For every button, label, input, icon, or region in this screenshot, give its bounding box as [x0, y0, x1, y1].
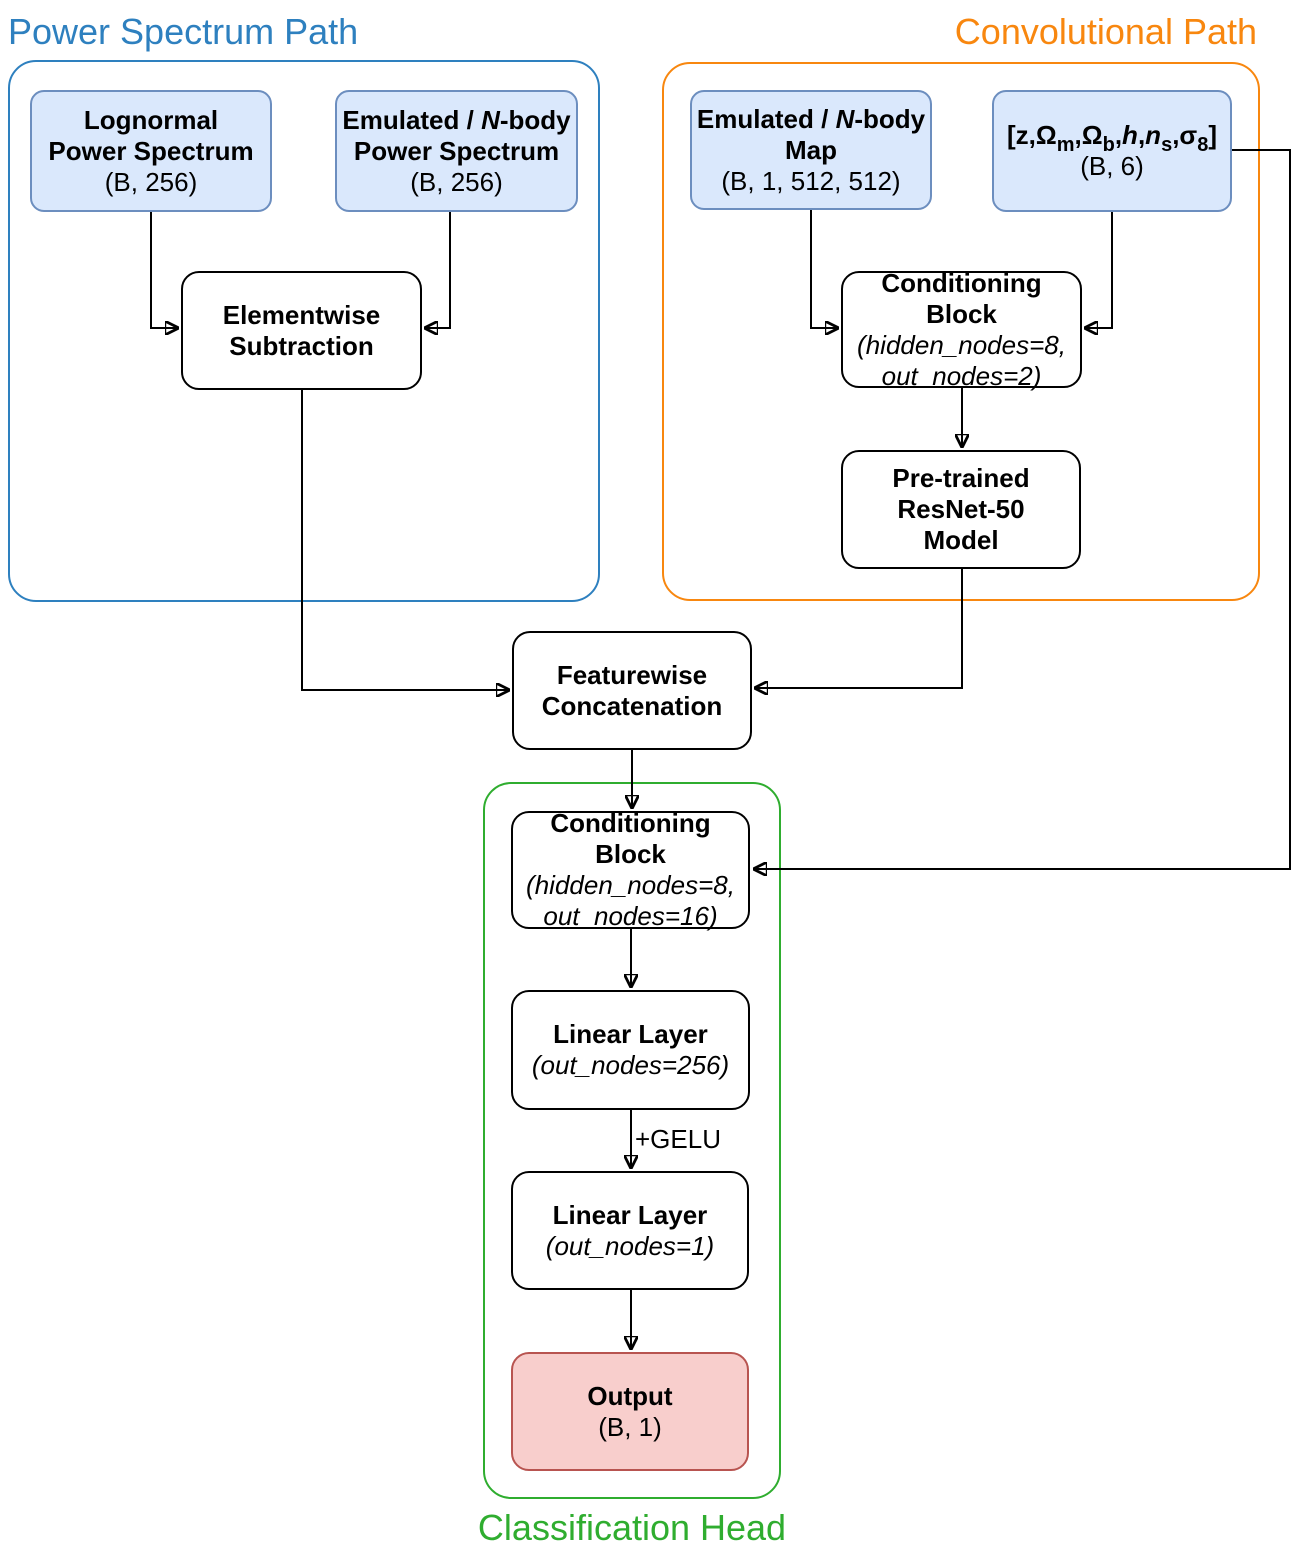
node-params: (out_nodes=256) [531, 1050, 730, 1080]
node-title: Linear Layer [553, 1019, 708, 1049]
node-title: Subtraction [229, 330, 374, 361]
node-title: [z,Ωm,Ωb,h,ns,σ8] [1006, 120, 1217, 156]
node-linear-layer-1: Linear Layer (out_nodes=1) [511, 1171, 749, 1290]
node-title: Model [923, 525, 999, 555]
tensor-shape: (B, 6) [1080, 151, 1144, 181]
classification-head-title: Classification Head [477, 1507, 787, 1548]
node-title: Conditioning Block [550, 808, 711, 869]
node-params: (out_nodes=1) [545, 1230, 715, 1261]
gelu-activation-label: +GELU [635, 1124, 721, 1154]
node-lognormal-power-spectrum: Lognormal Power Spectrum (B, 256) [30, 90, 272, 212]
tensor-shape: (B, 256) [410, 166, 503, 197]
node-output: Output (B, 1) [511, 1352, 749, 1471]
node-params: out_nodes=16) [543, 901, 718, 931]
node-featurewise-concatenation: Featurewise Concatenation [512, 631, 752, 750]
node-conditioning-block-2: Conditioning Block (hidden_nodes=8, out_… [511, 808, 750, 931]
node-cosmology-parameters: [z,Ωm,Ωb,h,ns,σ8] (B, 6) [992, 90, 1232, 212]
node-pretrained-resnet50: Pre-trained ResNet-50 Model [841, 450, 1081, 569]
node-title: Map [785, 134, 837, 165]
node-params: (hidden_nodes=8, [857, 329, 1066, 360]
node-title: Power Spectrum [353, 135, 560, 166]
node-title: Elementwise [222, 299, 381, 330]
convolutional-path-title: Convolutional Path [954, 11, 1257, 52]
node-title: ResNet-50 [897, 494, 1025, 524]
node-title: Pre-trained [892, 463, 1030, 493]
tensor-shape: (B, 1, 512, 512) [721, 165, 901, 196]
node-title: Emulated / N-body [342, 104, 571, 135]
node-params: out_nodes=2) [881, 360, 1042, 391]
node-conditioning-block-1: Conditioning Block (hidden_nodes=8, out_… [841, 267, 1082, 391]
power-spectrum-path-title: Power Spectrum Path [8, 11, 359, 52]
node-title: Featurewise [556, 659, 708, 690]
tensor-shape: (B, 256) [104, 166, 198, 197]
node-emulated-nbody-power-spectrum: Emulated / N-body Power Spectrum (B, 256… [335, 90, 578, 212]
node-params: (hidden_nodes=8, [526, 870, 735, 900]
node-title: Output [587, 1380, 673, 1411]
node-title: Emulated / N-body [696, 103, 926, 134]
node-linear-layer-256: Linear Layer (out_nodes=256) [511, 990, 750, 1110]
node-elementwise-subtraction: Elementwise Subtraction [181, 271, 422, 390]
node-title: Power Spectrum [48, 135, 254, 166]
node-title: Conditioning Block [881, 267, 1042, 329]
tensor-shape: (B, 1) [598, 1411, 662, 1442]
node-emulated-nbody-map: Emulated / N-body Map (B, 1, 512, 512) [690, 90, 932, 210]
node-title: Lognormal [83, 104, 219, 135]
node-title: Concatenation [541, 690, 723, 721]
node-title: Linear Layer [552, 1199, 708, 1230]
